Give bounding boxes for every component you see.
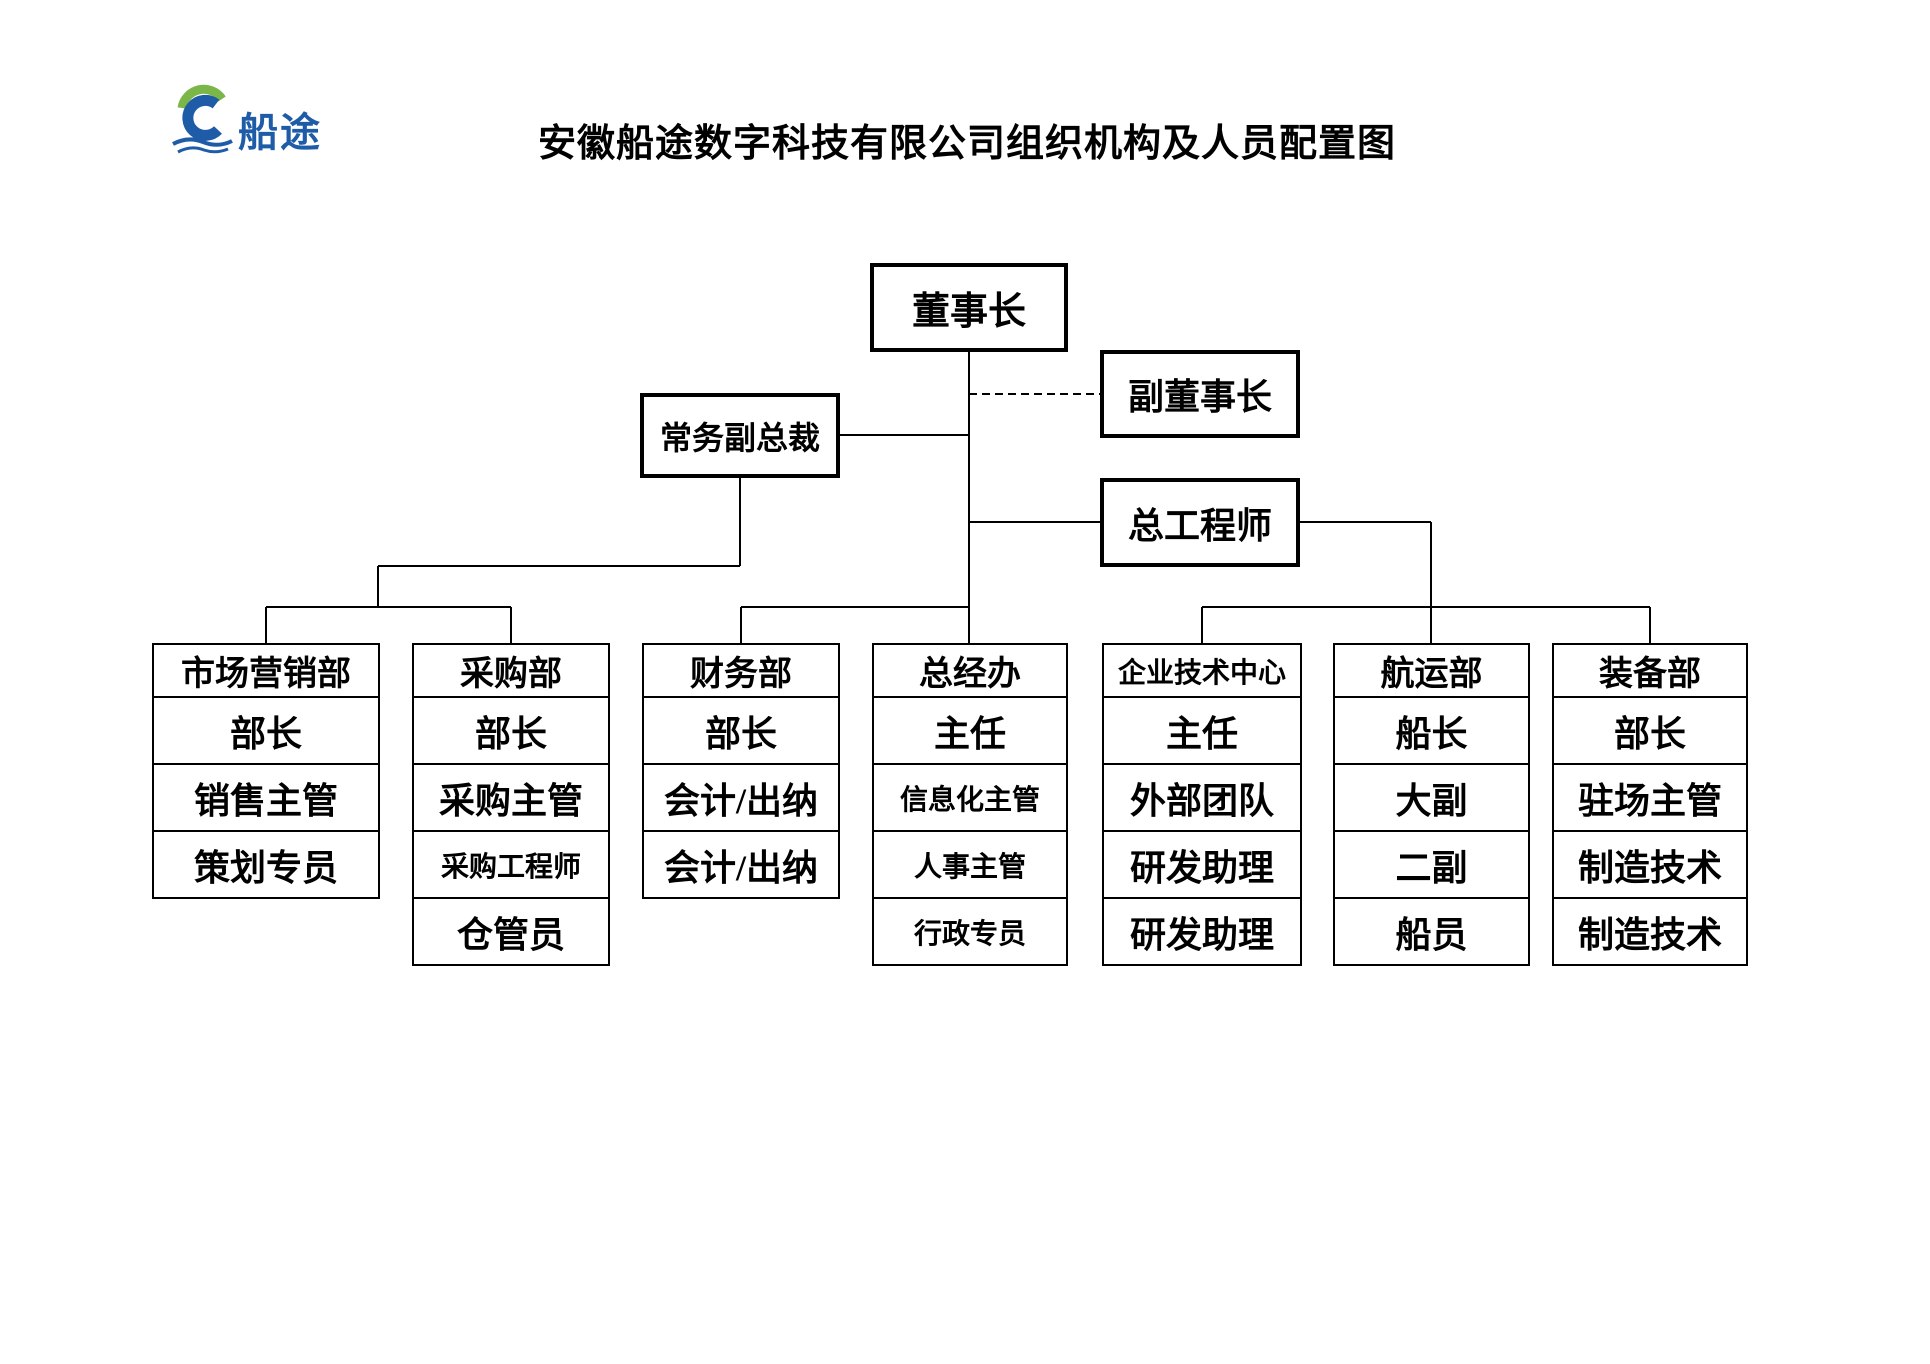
dept-procurement-column: 采购部 部长 采购主管 采购工程师 仓管员 [412,643,610,966]
dept-header: 装备部 [1552,643,1748,698]
dept-cell: 部长 [642,696,840,765]
dept-finance-column: 财务部 部长 会计/出纳 会计/出纳 [642,643,840,899]
dept-cell: 部长 [152,696,380,765]
dept-cell: 船长 [1333,696,1530,765]
chairman-box: 董事长 [870,263,1068,352]
dept-cell: 仓管员 [412,897,610,966]
page-title: 安徽船途数字科技有限公司组织机构及人员配置图 [538,123,1397,165]
dept-cell: 研发助理 [1102,897,1302,966]
vice-chairman-box: 副董事长 [1100,350,1300,438]
dept-cell: 船员 [1333,897,1530,966]
dept-header: 总经办 [872,643,1068,698]
dept-header: 企业技术中心 [1102,643,1302,698]
chief-engineer-box: 总工程师 [1100,478,1300,567]
dept-cell: 采购工程师 [412,830,610,899]
dept-cell: 研发助理 [1102,830,1302,899]
dept-cell: 驻场主管 [1552,763,1748,832]
dept-cell: 行政专员 [872,897,1068,966]
dept-gm-office-column: 总经办 主任 信息化主管 人事主管 行政专员 [872,643,1068,966]
dept-equipment-column: 装备部 部长 驻场主管 制造技术 制造技术 [1552,643,1748,966]
dept-cell: 部长 [1552,696,1748,765]
dept-shipping-column: 航运部 船长 大副 二副 船员 [1333,643,1530,966]
dept-tech-center-column: 企业技术中心 主任 外部团队 研发助理 研发助理 [1102,643,1302,966]
dept-cell: 策划专员 [152,830,380,899]
dept-cell: 制造技术 [1552,830,1748,899]
dept-cell: 大副 [1333,763,1530,832]
dept-cell: 主任 [872,696,1068,765]
dept-cell: 销售主管 [152,763,380,832]
dept-marketing-column: 市场营销部 部长 销售主管 策划专员 [152,643,380,899]
logo-text: 船途 [238,111,322,155]
dept-cell: 制造技术 [1552,897,1748,966]
dept-cell: 会计/出纳 [642,830,840,899]
dept-header: 采购部 [412,643,610,698]
logo-mark-icon [172,84,233,154]
dept-header: 航运部 [1333,643,1530,698]
dept-cell: 人事主管 [872,830,1068,899]
dept-cell: 采购主管 [412,763,610,832]
dept-cell: 会计/出纳 [642,763,840,832]
company-logo: 船途 [170,82,500,167]
dept-cell: 部长 [412,696,610,765]
dept-cell: 外部团队 [1102,763,1302,832]
dept-cell: 信息化主管 [872,763,1068,832]
dept-cell: 二副 [1333,830,1530,899]
dept-cell: 主任 [1102,696,1302,765]
dept-header: 市场营销部 [152,643,380,698]
executive-vice-president-box: 常务副总裁 [640,393,840,478]
dept-header: 财务部 [642,643,840,698]
